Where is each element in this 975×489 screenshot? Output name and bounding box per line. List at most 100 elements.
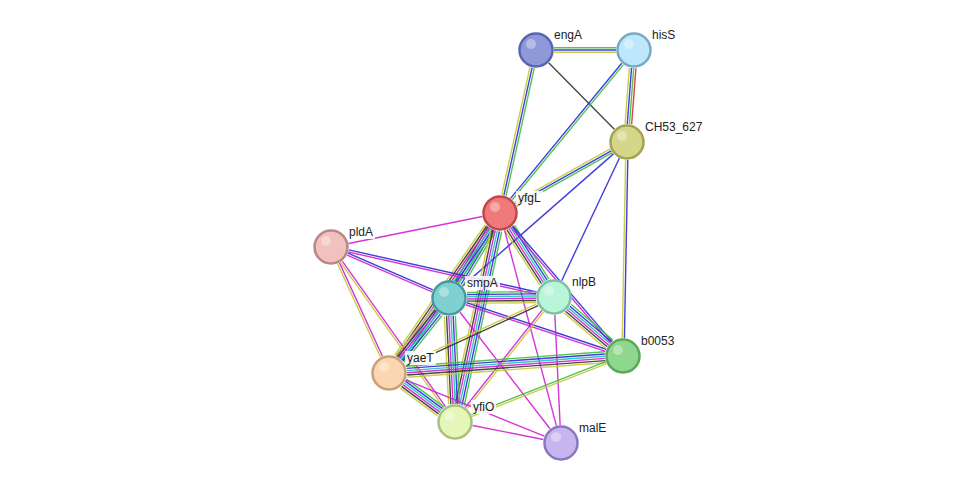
evidence-line xyxy=(622,160,625,338)
evidence-line xyxy=(506,68,534,196)
interaction-edge xyxy=(471,362,606,417)
evidence-line xyxy=(568,308,610,344)
interaction-edge xyxy=(554,48,616,52)
node-highlight xyxy=(321,236,331,246)
node-label: yaeT xyxy=(405,351,436,365)
interaction-edge xyxy=(444,316,459,405)
evidence-line xyxy=(627,68,631,124)
evidence-line xyxy=(405,304,537,365)
interaction-edge xyxy=(400,379,444,415)
node-circle-shape xyxy=(439,406,472,439)
node-circle-shape xyxy=(315,231,348,264)
node-circle xyxy=(543,425,579,461)
protein-node: hisS xyxy=(616,32,652,68)
protein-node: yaeT xyxy=(371,355,407,391)
evidence-line xyxy=(505,231,540,285)
interaction-edge xyxy=(453,229,501,405)
protein-node: malE xyxy=(543,425,579,461)
node-label: b0053 xyxy=(639,334,676,348)
node-circle xyxy=(431,280,467,316)
interaction-edge xyxy=(549,63,615,129)
evidence-line xyxy=(406,306,538,367)
node-circle xyxy=(482,195,518,231)
node-highlight xyxy=(526,39,536,49)
interaction-edge xyxy=(338,263,383,357)
protein-node: CH53_627 xyxy=(609,124,645,160)
node-label: yfgL xyxy=(516,191,543,205)
evidence-line xyxy=(453,316,457,404)
evidence-line xyxy=(406,380,545,436)
node-circle-shape xyxy=(373,357,406,390)
node-circle xyxy=(605,338,641,374)
node-circle-shape xyxy=(433,282,466,315)
evidence-line xyxy=(517,153,613,206)
evidence-line xyxy=(512,65,623,200)
evidence-line xyxy=(502,67,530,195)
interaction-edge xyxy=(405,304,538,367)
interaction-edge xyxy=(564,305,613,349)
evidence-line xyxy=(554,52,616,53)
node-label: engA xyxy=(552,28,584,42)
node-label: malE xyxy=(577,421,608,435)
protein-node: nlpB xyxy=(536,279,572,315)
node-circle xyxy=(371,355,407,391)
node-label: pldA xyxy=(347,225,375,239)
evidence-line xyxy=(464,232,501,406)
evidence-line xyxy=(462,231,499,405)
evidence-line xyxy=(405,381,442,409)
node-circle-shape xyxy=(607,340,640,373)
evidence-line xyxy=(467,300,536,302)
evidence-line xyxy=(467,295,536,297)
evidence-line xyxy=(467,291,536,293)
node-circle-shape xyxy=(618,34,651,67)
protein-node: yfgL xyxy=(482,195,518,231)
evidence-line xyxy=(554,47,616,48)
node-highlight xyxy=(439,287,449,297)
evidence-line xyxy=(449,316,453,404)
node-circle xyxy=(437,404,473,440)
evidence-line xyxy=(397,226,487,356)
node-circle xyxy=(536,279,572,315)
evidence-line xyxy=(455,316,459,404)
node-highlight xyxy=(445,411,455,421)
node-circle-shape xyxy=(611,126,644,159)
node-highlight xyxy=(379,362,389,372)
interaction-edge xyxy=(555,315,560,425)
evidence-line xyxy=(467,312,544,409)
node-highlight xyxy=(613,345,623,355)
evidence-line xyxy=(504,68,532,196)
node-circle-shape xyxy=(520,34,553,67)
evidence-line xyxy=(396,309,434,356)
evidence-line xyxy=(444,316,448,404)
evidence-line xyxy=(403,385,440,413)
node-highlight xyxy=(490,202,500,212)
evidence-line xyxy=(473,425,544,439)
node-circle xyxy=(313,229,349,265)
evidence-line xyxy=(566,311,608,347)
interaction-edge xyxy=(622,160,628,338)
evidence-line xyxy=(398,310,436,357)
evidence-line xyxy=(341,262,444,408)
protein-node: yfiO xyxy=(437,404,473,440)
protein-node: engA xyxy=(518,32,554,68)
interaction-edge xyxy=(473,425,544,439)
evidence-line xyxy=(453,229,490,403)
evidence-line xyxy=(447,316,451,404)
evidence-line xyxy=(564,313,606,349)
evidence-line xyxy=(456,230,493,404)
evidence-line xyxy=(451,316,455,404)
evidence-line xyxy=(342,261,445,407)
protein-node: b0053 xyxy=(605,338,641,374)
node-label: hisS xyxy=(650,28,677,42)
node-label: CH53_627 xyxy=(643,120,704,134)
evidence-line xyxy=(632,68,636,124)
node-label: smpA xyxy=(465,276,500,290)
evidence-line xyxy=(467,298,536,300)
protein-node: pldA xyxy=(313,229,349,265)
node-label: yfiO xyxy=(471,400,496,414)
node-circle-shape xyxy=(538,281,571,314)
node-circle xyxy=(616,32,652,68)
node-highlight xyxy=(624,39,634,49)
